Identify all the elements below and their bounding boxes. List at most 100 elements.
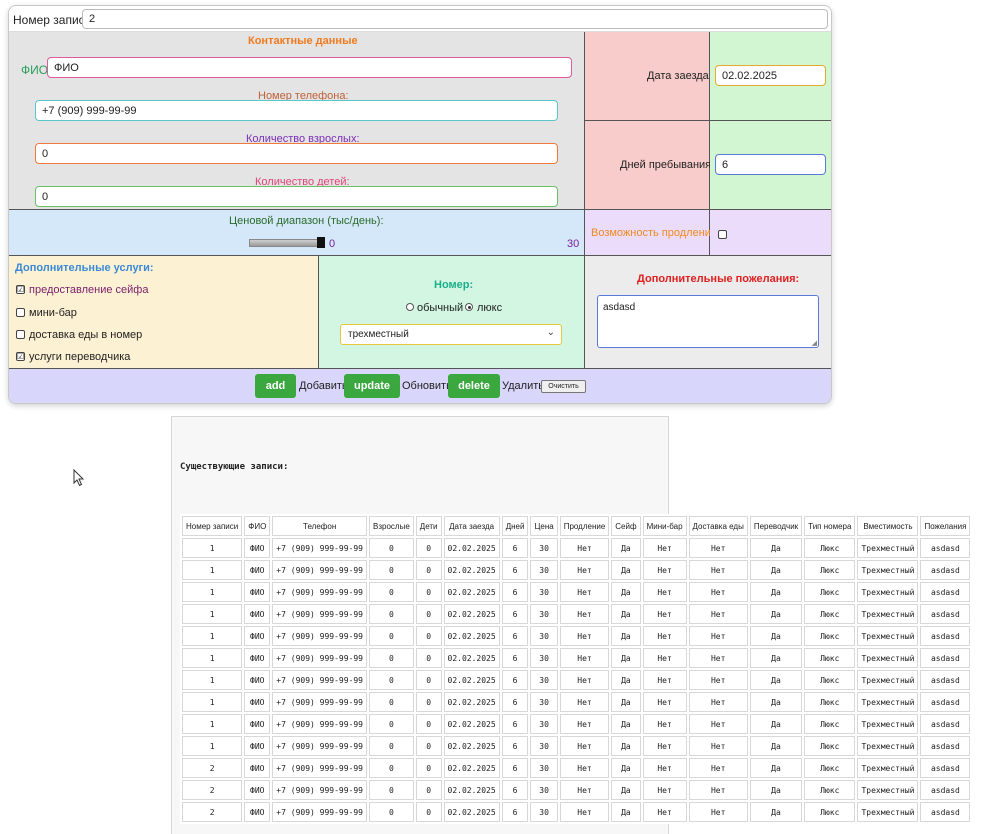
extension-checkbox[interactable] [718, 230, 727, 239]
table-cell: Нет [559, 780, 610, 800]
table-cell: Нет [642, 692, 687, 712]
chevron-down-icon: ⌄ [546, 327, 555, 338]
table-cell: 02.02.2025 [443, 582, 500, 602]
table-cell: 6 [501, 626, 529, 646]
adults-field[interactable] [35, 143, 558, 164]
room-lux-label[interactable]: люкс [477, 302, 503, 314]
table-cell: 30 [530, 692, 558, 712]
fio-field[interactable] [47, 57, 572, 78]
table-cell: 0 [415, 582, 442, 602]
table-cell: 6 [501, 714, 529, 734]
table-cell: Нет [642, 648, 687, 668]
table-cell: ФИО [244, 582, 271, 602]
table-cell: 0 [415, 802, 442, 822]
table-cell: +7 (909) 999-99-99 [272, 802, 367, 822]
table-cell: 30 [530, 538, 558, 558]
table-cell: Нет [688, 538, 748, 558]
stay-days-field[interactable] [715, 154, 826, 175]
table-cell: Да [749, 604, 803, 624]
table-cell: Люкс [804, 714, 856, 734]
table-cell: Нет [559, 802, 610, 822]
checkin-date-field[interactable] [715, 65, 826, 86]
minibar-checkbox[interactable] [16, 308, 25, 317]
table-cell: 1 [182, 582, 243, 602]
table-cell: 1 [182, 560, 243, 580]
room-lux-radio[interactable] [465, 303, 473, 311]
column-header: Номер записи [182, 516, 243, 536]
update-button[interactable]: update [344, 374, 400, 398]
price-max-label: 30 [567, 238, 580, 250]
table-cell: asdasd [920, 692, 971, 712]
safe-label[interactable]: предоставление сейфа [29, 284, 149, 296]
clear-button[interactable]: Очистить [541, 380, 586, 393]
children-field[interactable] [35, 186, 558, 207]
table-cell: Да [749, 670, 803, 690]
record-number-input[interactable] [82, 9, 828, 29]
table-cell: 0 [369, 538, 414, 558]
room-regular-label[interactable]: обычный [417, 302, 464, 314]
table-cell: 0 [369, 714, 414, 734]
translator-label[interactable]: услуги переводчика [29, 351, 131, 363]
table-cell: 30 [530, 758, 558, 778]
safe-checkbox[interactable]: ☑ [16, 285, 25, 294]
services-title: Дополнительные услуги: [15, 262, 154, 274]
table-cell: 0 [369, 582, 414, 602]
resize-handle-icon[interactable]: ◢ [811, 340, 817, 347]
table-cell: 2 [182, 802, 243, 822]
table-cell: 0 [415, 780, 442, 800]
table-cell: Нет [642, 538, 687, 558]
food-delivery-label[interactable]: доставка еды в номер [29, 329, 143, 341]
booking-form: Номер записи: Контактные данные ФИО: Ном… [8, 5, 832, 404]
room-title: Номер: [434, 279, 474, 291]
table-cell: 30 [530, 648, 558, 668]
table-cell: Нет [559, 714, 610, 734]
table-cell: Да [611, 604, 641, 624]
translator-checkbox[interactable]: ☑ [16, 352, 25, 361]
table-cell: Люкс [804, 670, 856, 690]
table-cell: 0 [369, 560, 414, 580]
column-header: Доставка еды [688, 516, 748, 536]
table-cell: +7 (909) 999-99-99 [272, 758, 367, 778]
room-regular-radio[interactable] [406, 303, 414, 311]
price-slider-handle[interactable] [317, 237, 325, 248]
price-slider-track[interactable] [249, 239, 325, 247]
table-cell: 6 [501, 582, 529, 602]
delete-button[interactable]: delete [448, 374, 500, 398]
add-button[interactable]: add [255, 374, 296, 398]
table-cell: ФИО [244, 736, 271, 756]
table-cell: Трехместный [857, 604, 919, 624]
table-cell: 0 [369, 802, 414, 822]
table-cell: 02.02.2025 [443, 802, 500, 822]
table-cell: 30 [530, 670, 558, 690]
table-cell: Трехместный [857, 714, 919, 734]
checkin-label-cell [585, 32, 710, 121]
table-cell: Нет [559, 692, 610, 712]
contact-title: Контактные данные [248, 35, 358, 47]
table-cell: Трехместный [857, 692, 919, 712]
room-capacity-select[interactable]: трехместный ⌄ [340, 324, 562, 345]
wishes-textarea[interactable]: asdasd ◢ [597, 295, 819, 348]
table-cell: Да [611, 626, 641, 646]
table-cell: Нет [688, 670, 748, 690]
table-cell: Да [611, 802, 641, 822]
minibar-label[interactable]: мини-бар [29, 307, 77, 319]
table-cell: 0 [415, 736, 442, 756]
food-delivery-checkbox[interactable] [16, 330, 25, 339]
table-cell: 30 [530, 736, 558, 756]
table-cell: 0 [415, 670, 442, 690]
phone-field[interactable] [35, 100, 558, 121]
table-cell: Да [749, 802, 803, 822]
